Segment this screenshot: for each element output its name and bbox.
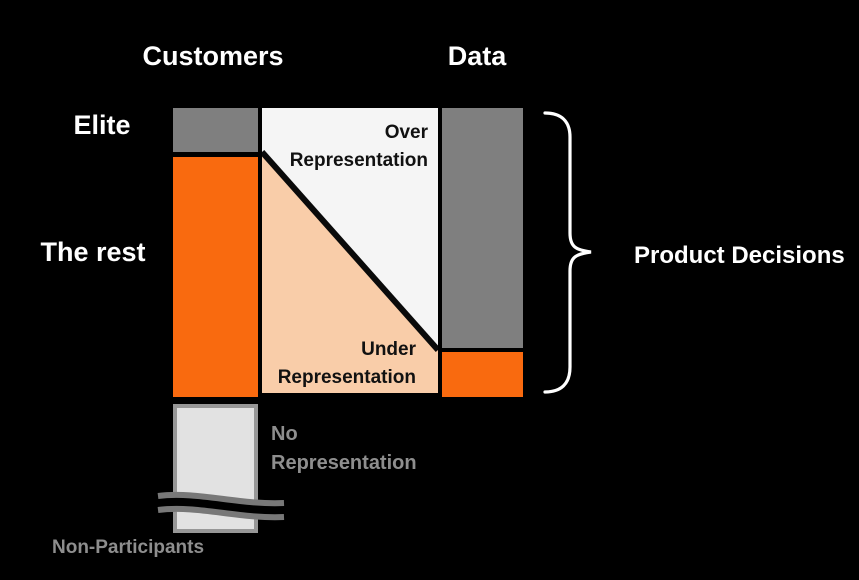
- over-representation-label: Over Representation: [289, 122, 428, 171]
- data-elite-segment: [442, 108, 523, 348]
- axis-break-marks: [157, 491, 285, 521]
- brace-path: [543, 111, 592, 394]
- region-bottom-border: [262, 393, 438, 397]
- product-decisions-label: Product Decisions: [634, 242, 845, 269]
- elite-row-label: Elite: [73, 110, 131, 140]
- customers-column-header: Customers: [142, 41, 284, 71]
- data-column-header: Data: [447, 41, 507, 71]
- break-wave-bottom: [157, 505, 285, 521]
- under-representation-area: [262, 152, 438, 393]
- representation-mapping-region: [262, 108, 438, 397]
- break-wave-top: [157, 491, 285, 507]
- no-representation-label: No Representation: [271, 423, 417, 474]
- under-representation-label: Under Representation: [277, 339, 416, 388]
- the-rest-row-label: The rest: [40, 237, 146, 267]
- customers-rest-segment: [173, 157, 258, 397]
- break-gap-band: [158, 494, 284, 518]
- product-decisions-brace: [543, 111, 592, 394]
- non-participants-label: Non-Participants: [52, 537, 205, 558]
- customers-elite-segment: [173, 108, 258, 152]
- elite-boundary-diagonal-line: [262, 150, 438, 352]
- data-rest-segment: [442, 352, 523, 397]
